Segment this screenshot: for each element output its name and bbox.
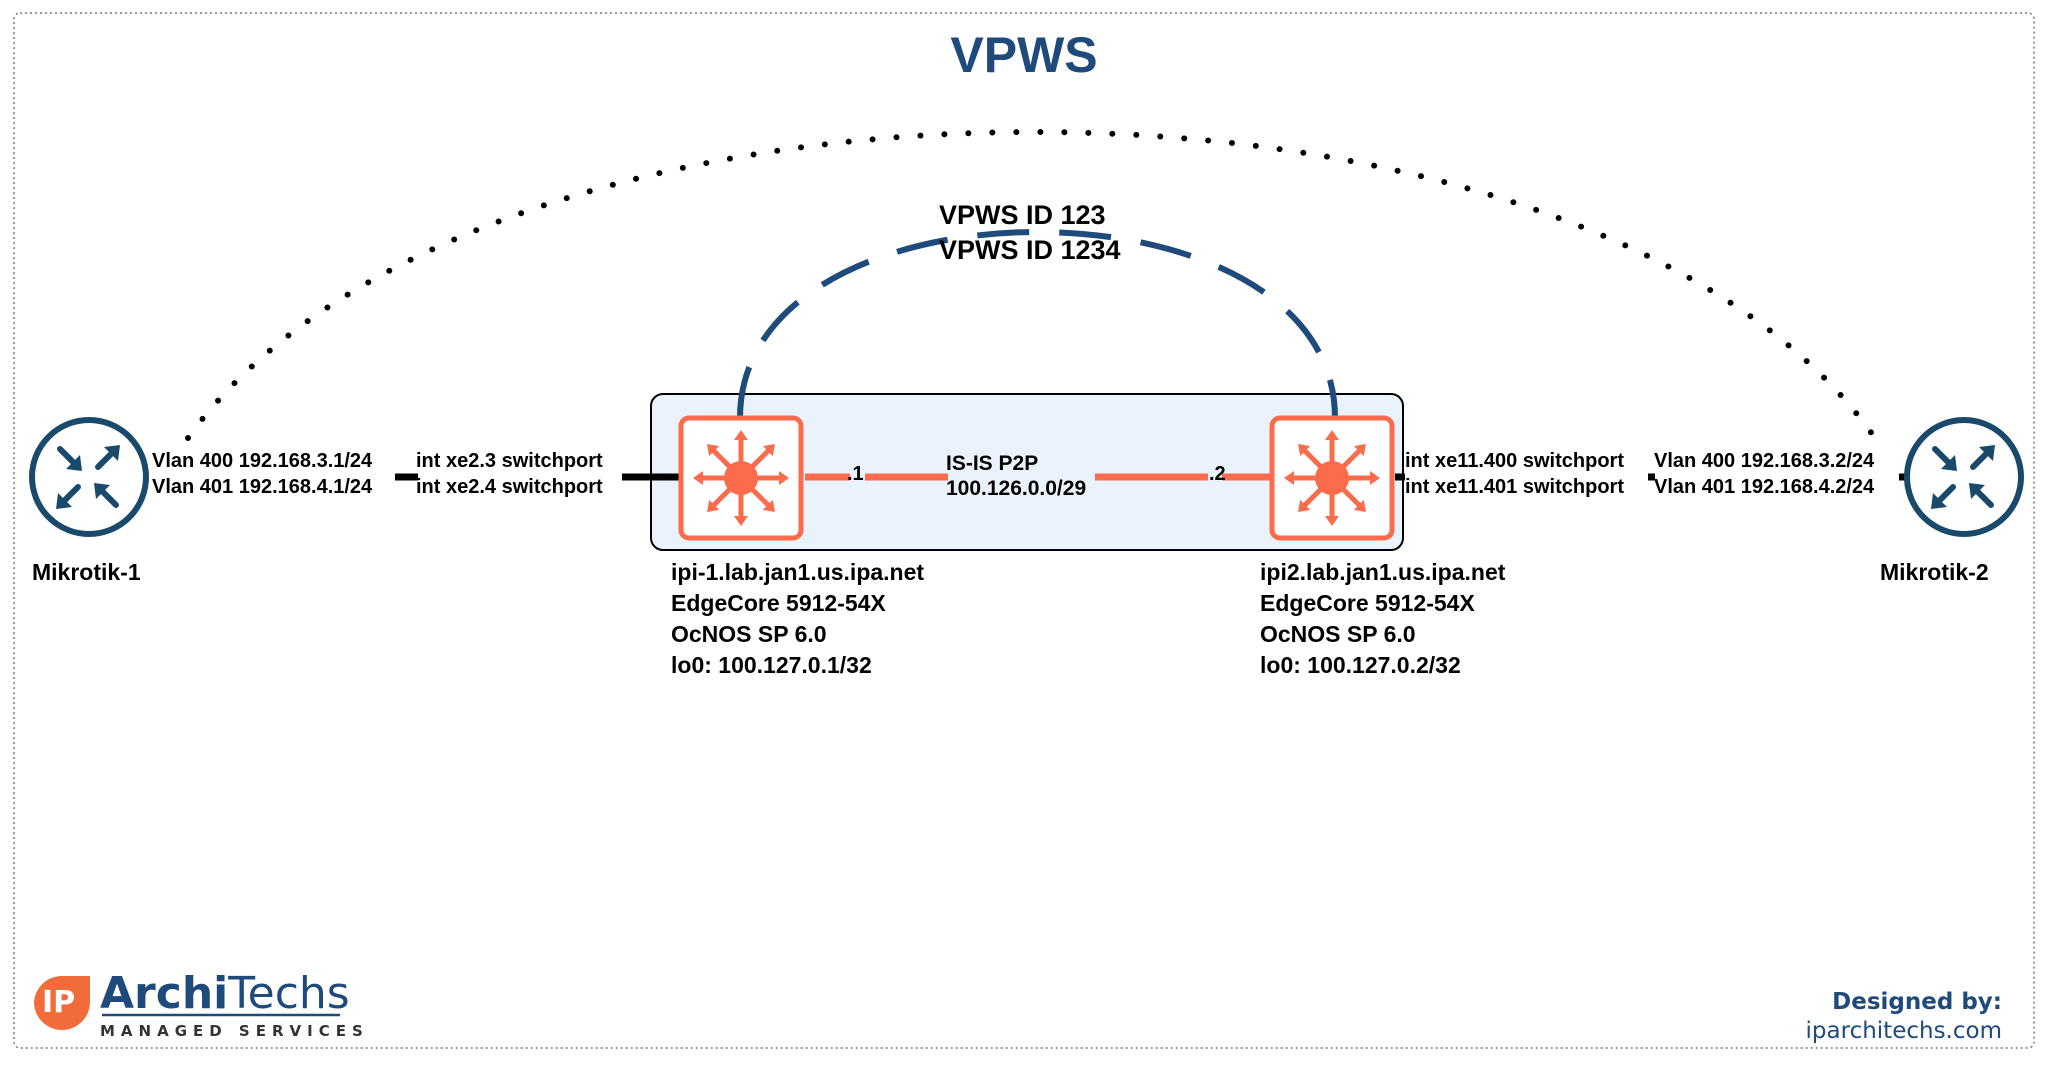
sw2-os: OcNOS SP 6.0 [1260, 621, 1416, 647]
mt1-vlan-401: Vlan 401 192.168.4.1/24 [152, 476, 373, 498]
isis-subnet: 100.126.0.0/29 [946, 477, 1087, 500]
switch-icon[interactable] [1269, 415, 1395, 541]
sw2-hostname: ipi2.lab.jan1.us.ipa.net [1260, 559, 1506, 585]
page-title: VPWS [950, 27, 1098, 83]
logo-name-bold: Archi [100, 968, 229, 1019]
sw2-int-xe11-400: int xe11.400 switchport [1405, 450, 1624, 472]
sw1-loopback: lo0: 100.127.0.1/32 [671, 652, 872, 678]
mt2-vlan-401: Vlan 401 192.168.4.2/24 [1654, 476, 1875, 498]
sw1-int-xe2-3: int xe2.3 switchport [416, 450, 603, 472]
sw2-loopback: lo0: 100.127.0.2/32 [1260, 652, 1461, 678]
logo-badge [34, 975, 90, 1030]
logo-name: ArchiTechs [100, 972, 350, 1016]
core-panel [650, 393, 1404, 551]
logo-tagline: MANAGED SERVICES [100, 1022, 369, 1040]
vpws-id-1: VPWS ID 123 [939, 200, 1106, 230]
designed-by: Designed by: iparchitechs.com [1806, 988, 2002, 1046]
designed-by-link[interactable]: iparchitechs.com [1805, 1018, 2002, 1044]
switch-icon[interactable] [678, 415, 804, 541]
sw1-os: OcNOS SP 6.0 [671, 621, 827, 647]
link-addr-right: .2 [1209, 463, 1226, 485]
logo-badge-text: IP [42, 985, 76, 1020]
router-icon[interactable] [29, 417, 149, 537]
sw2-model: EdgeCore 5912-54X [1260, 590, 1475, 616]
sw2-int-xe11-401: int xe11.401 switchport [1405, 476, 1624, 498]
sw1-int-xe2-4: int xe2.4 switchport [416, 476, 603, 498]
mt2-vlan-400: Vlan 400 192.168.3.2/24 [1654, 450, 1875, 472]
mt1-vlan-400: Vlan 400 192.168.3.1/24 [152, 450, 373, 472]
designed-by-label: Designed by: [1832, 989, 2002, 1015]
vpws-arc [737, 229, 1338, 419]
logo-name-rest: Techs [228, 968, 350, 1019]
dotted-arc [185, 129, 1878, 441]
mikrotik-2-name: Mikrotik-2 [1880, 559, 1989, 585]
sw1-hostname: ipi-1.lab.jan1.us.ipa.net [671, 559, 925, 585]
isis-label: IS-IS P2P [946, 452, 1039, 475]
vpws-id-2: VPWS ID 1234 [939, 235, 1121, 265]
link-addr-left: .1 [847, 463, 864, 485]
mikrotik-1-name: Mikrotik-1 [32, 559, 141, 585]
router-icon[interactable] [1904, 417, 2024, 537]
sw1-model: EdgeCore 5912-54X [671, 590, 886, 616]
